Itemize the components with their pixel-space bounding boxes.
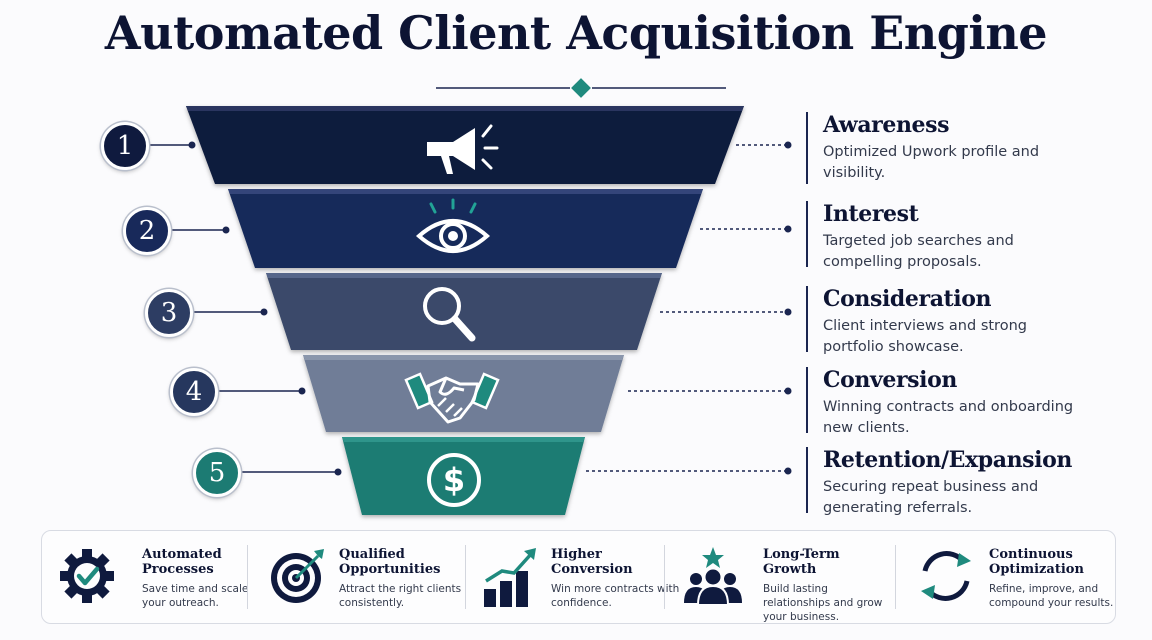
eye-icon [415,198,491,253]
gear-check-icon [60,549,114,603]
left-connectors [148,144,338,473]
svg-text:$: $ [443,461,465,499]
feature-divider [465,545,466,609]
stage-number-5: 5 [193,449,241,497]
feature-continuous-optimization: Continuous Optimization Refine, improve,… [915,531,1113,623]
stage-title: Consideration [823,286,992,312]
feature-description: Save time and scale your outreach. [142,583,249,609]
stage-title: Awareness [823,112,950,138]
feature-description: Win more contracts with confidence. [551,583,680,609]
right-connectors [586,144,785,472]
feature-title: Automated Processes [142,547,222,577]
refresh-cycle-icon [921,551,971,601]
feature-automated-processes: Automated Processes Save time and scale … [56,531,256,623]
stage-description: Optimized Upwork profile and visibility. [823,144,1040,181]
funnel-layer-conversion [303,355,624,432]
feature-description: Attract the right clients consistently. [339,583,462,609]
stage-title: Retention/Expansion [823,447,1072,473]
feature-divider [247,545,248,609]
stage-description: Securing repeat business and generating … [823,479,1039,516]
feature-title: Qualified Opportunities [339,547,441,577]
feature-description: Refine, improve, and compound your resul… [989,583,1114,609]
growth-chart-icon [484,548,536,607]
stage-label-retention: Retention/Expansion Securing repeat busi… [806,447,1136,523]
feature-title: Long-Term Growth [763,547,840,577]
dollar-icon: $ [427,453,481,507]
team-star-icon [684,547,742,606]
handshake-icon [404,372,500,424]
stage-title: Interest [823,201,919,227]
page-title: Automated Client Acquisition Engine [104,6,1048,60]
feature-description: Build lasting relationships and grow you… [763,583,883,623]
stage-description: Winning contracts and onboarding new cli… [823,399,1074,436]
funnel-layer-retention: $ [342,437,585,515]
feature-qualified-opportunities: Qualified Opportunities Attract the righ… [266,531,466,623]
stage-number-2: 2 [123,207,171,255]
stage-number-1: 1 [101,122,149,170]
title-divider [436,78,726,98]
stage-label-consideration: Consideration Client interviews and stro… [806,286,1136,362]
stage-description: Client interviews and strong portfolio s… [823,318,1027,355]
stage-description: Targeted job searches and compelling pro… [823,233,1014,270]
funnel-layer-interest [228,189,703,268]
stage-title: Conversion [823,367,957,393]
target-icon [271,549,324,603]
stage-label-conversion: Conversion Winning contracts and onboard… [806,367,1136,443]
stage-number-3: 3 [145,289,193,337]
megaphone-icon [427,124,499,174]
benefits-panel: Automated Processes Save time and scale … [41,530,1116,624]
funnel-layer-consideration [266,273,662,350]
stage-label-awareness: Awareness Optimized Upwork profile and v… [806,112,1136,188]
feature-divider [895,545,896,609]
stage-number-4: 4 [170,368,218,416]
feature-higher-conversion: Higher Conversion Win more contracts wit… [482,531,682,623]
feature-title: Continuous Optimization [989,547,1084,577]
stage-label-interest: Interest Targeted job searches and compe… [806,201,1136,277]
feature-long-term-growth: Long-Term Growth Build lasting relations… [682,531,892,623]
feature-divider [664,545,665,609]
funnel-layer-awareness [186,106,744,184]
magnifier-icon [423,287,476,342]
feature-title: Higher Conversion [551,547,633,577]
